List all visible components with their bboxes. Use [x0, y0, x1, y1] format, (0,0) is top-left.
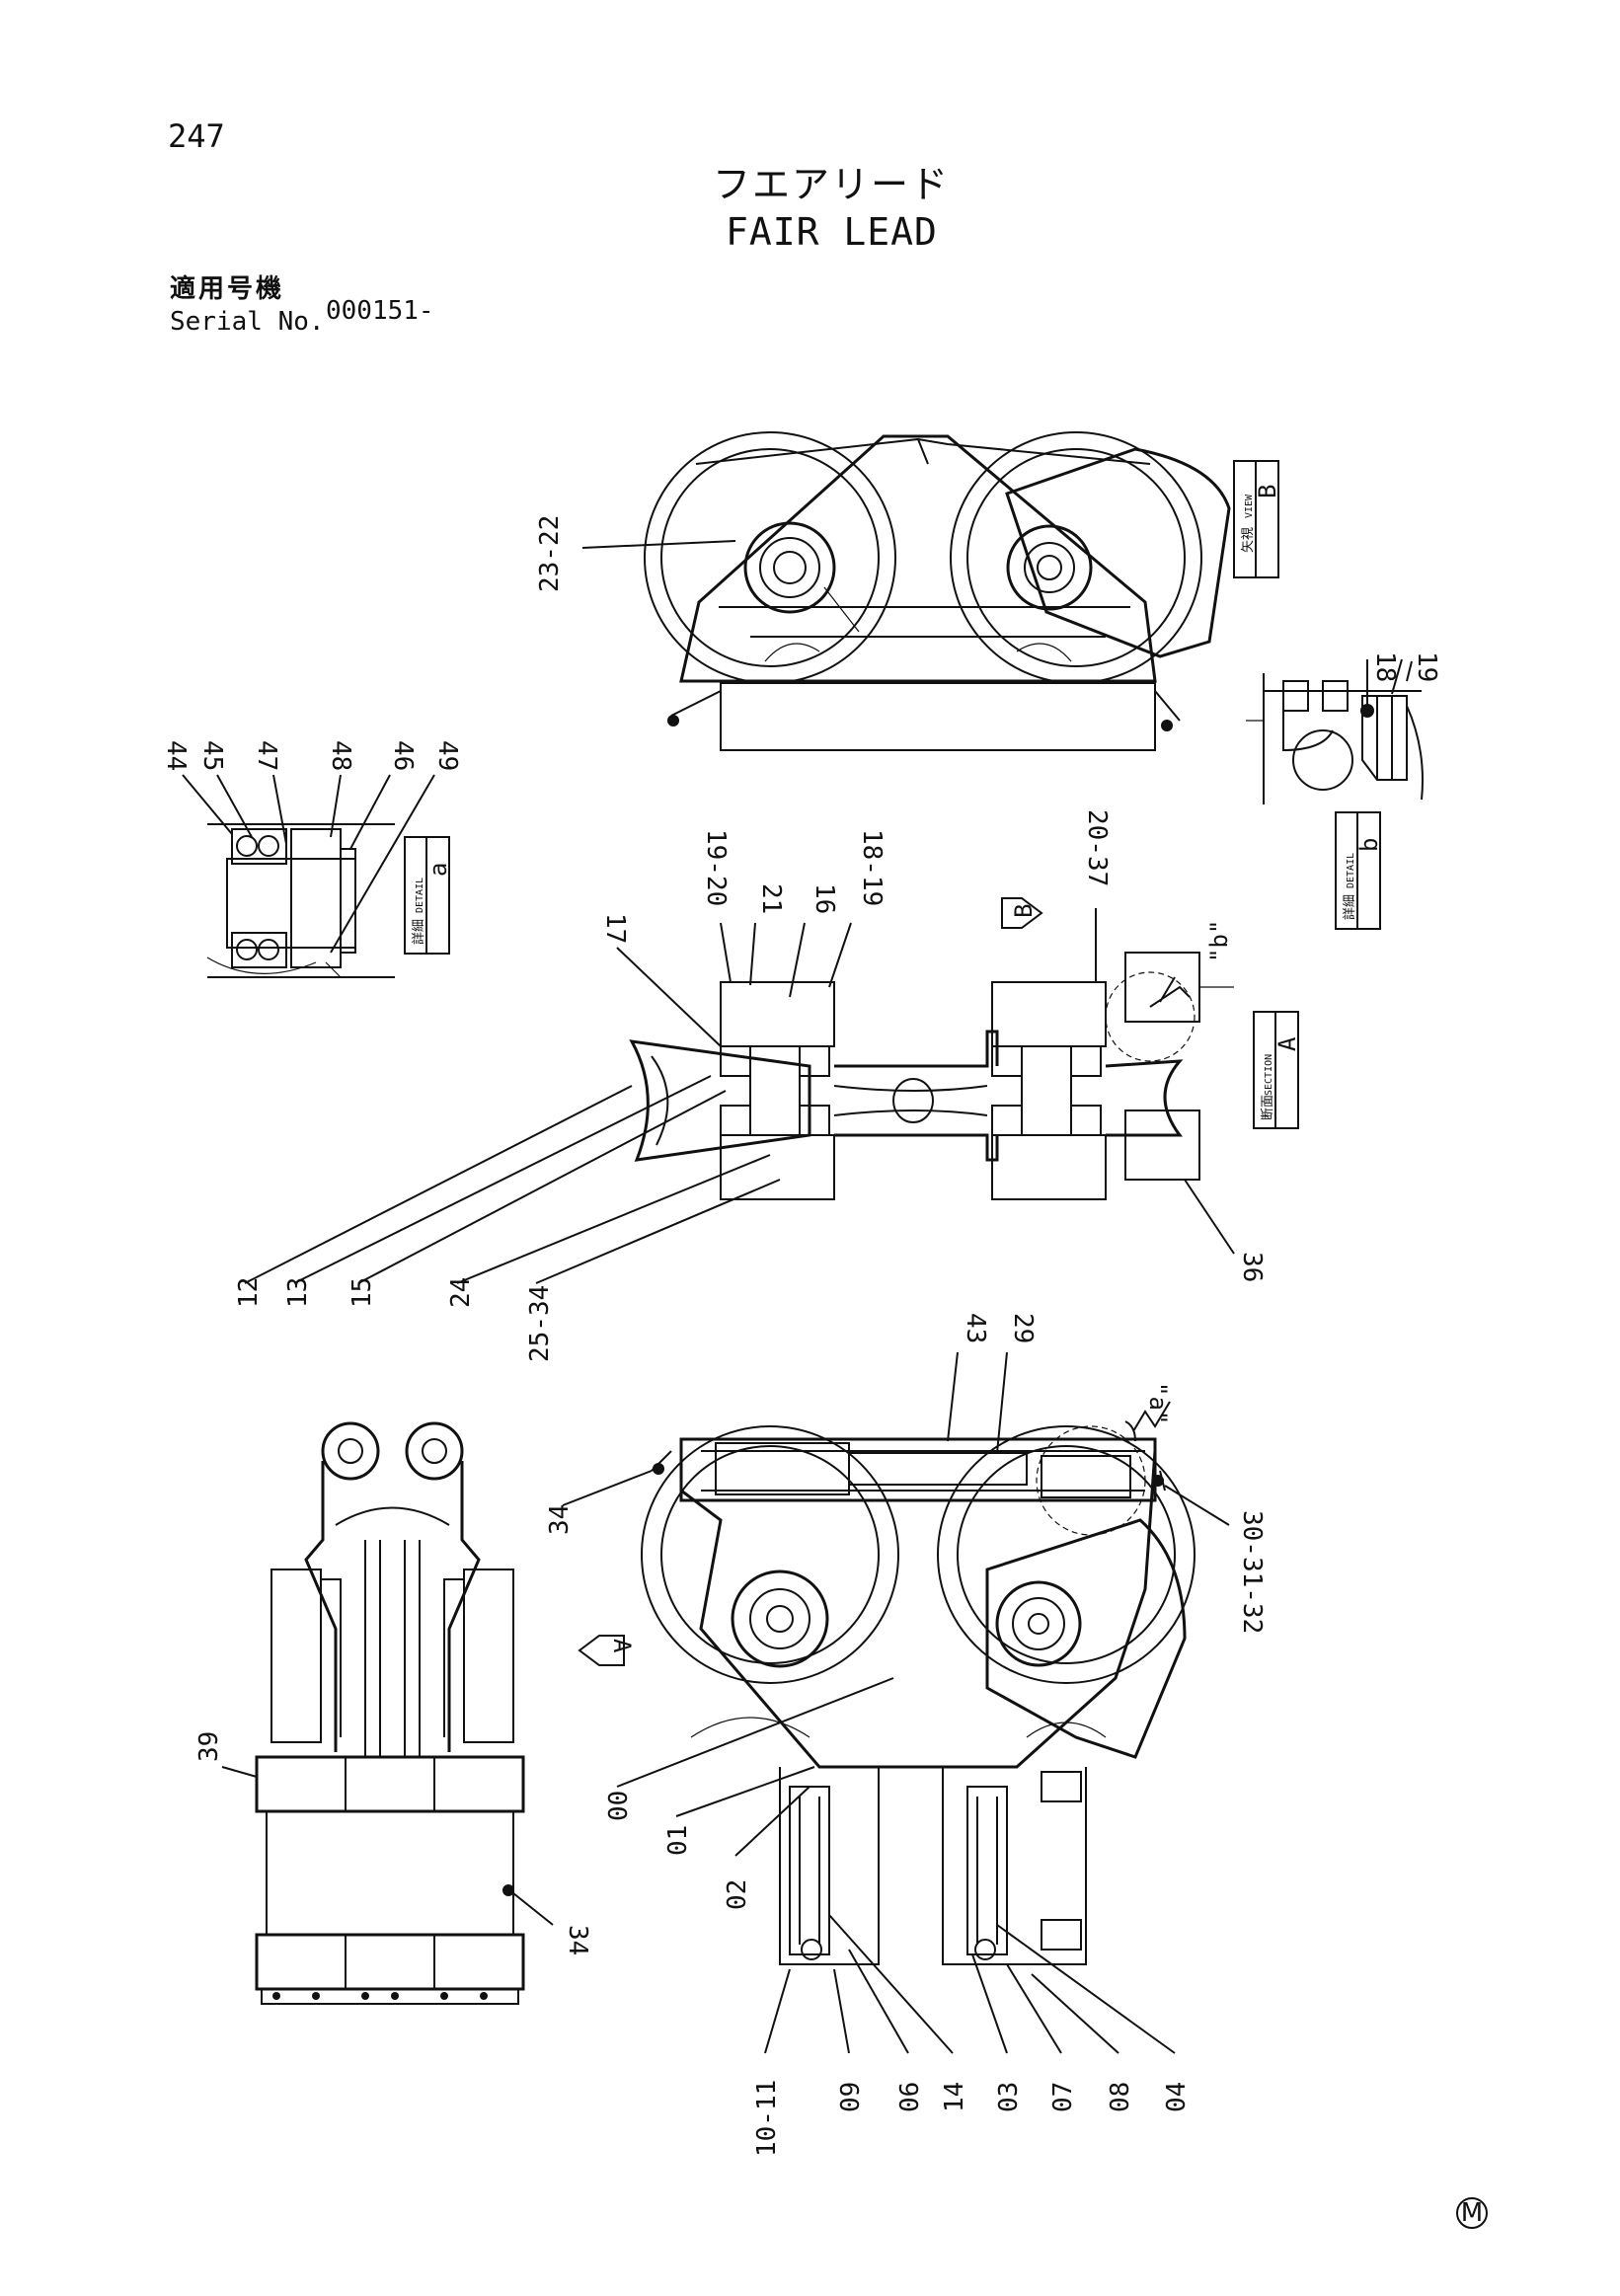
- view-b-label-box: 矢視 VIEW B: [1233, 460, 1281, 578]
- section-a-drawing: [629, 952, 1234, 1200]
- detail-a-en: DETAIL: [415, 878, 425, 913]
- callout-49: 49: [432, 740, 462, 771]
- section-a-jp: 断面: [1261, 1095, 1275, 1120]
- arrow-a: A: [578, 1635, 636, 1666]
- detail-b-en: DETAIL: [1346, 853, 1356, 888]
- arrow-a-letter: A: [608, 1639, 636, 1653]
- callout-36: 36: [1237, 1252, 1267, 1282]
- arrow-b-letter: B: [1010, 904, 1038, 918]
- serial-number-value: 000151-: [326, 296, 434, 326]
- section-a-label-box: 断面 SECTION A: [1253, 1011, 1301, 1129]
- callout-45: 45: [197, 740, 227, 771]
- detail-a-jp: 詳細: [411, 919, 426, 945]
- callout-21: 21: [756, 883, 786, 914]
- section-a-en: SECTION: [1264, 1054, 1274, 1096]
- callout-07: 07: [1048, 2082, 1078, 2112]
- callout-03: 03: [994, 2082, 1024, 2112]
- callout-00: 00: [604, 1791, 634, 1821]
- section-a-letter: A: [1273, 1036, 1301, 1051]
- detail-b-drawing: [1246, 660, 1424, 804]
- callout-47: 47: [252, 740, 281, 771]
- callout-39: 39: [194, 1731, 224, 1762]
- view-b-en: VIEW: [1244, 494, 1255, 518]
- callout-17: 17: [600, 913, 630, 944]
- callout-44: 44: [161, 740, 191, 771]
- title-japanese: フエアリード: [713, 163, 951, 206]
- view-b-jp: 矢視: [1241, 527, 1256, 553]
- detail-a-drawing: [206, 823, 395, 978]
- view-b-drawing: [644, 431, 1231, 751]
- detail-b-jp: 詳細: [1342, 894, 1357, 920]
- callout-20-37: 20-37: [1082, 809, 1112, 886]
- serial-label-english: Serial No.: [170, 307, 325, 337]
- callout-23-22: 23-22: [535, 515, 565, 592]
- callout-10-11: 10-11: [752, 2080, 782, 2157]
- view-b-letter: B: [1254, 485, 1281, 498]
- callout-06: 06: [895, 2082, 925, 2112]
- callout-19-20: 19-20: [701, 829, 731, 906]
- callout-30-31-32: 30-31-32: [1237, 1510, 1267, 1634]
- footer-mark: M: [1456, 2197, 1488, 2229]
- callout-48: 48: [326, 740, 355, 771]
- callout-14: 14: [940, 2082, 969, 2112]
- callout-18-19: 18-19: [857, 829, 887, 906]
- callout-43: 43: [961, 1313, 990, 1343]
- detail-a-label-box: 詳細 DETAIL a: [404, 836, 452, 955]
- callout-01: 01: [663, 1825, 693, 1856]
- page-number: 247: [168, 117, 225, 155]
- detail-a-letter: a: [424, 863, 452, 877]
- detail-b-label-box: 詳細 DETAIL b: [1335, 811, 1383, 930]
- callout-34-top: 34: [545, 1504, 575, 1535]
- callout-46: 46: [388, 740, 418, 771]
- serial-label-japanese: 適用号機: [170, 274, 285, 304]
- callout-02: 02: [723, 1879, 752, 1910]
- callout-25-34: 25-34: [525, 1285, 555, 1362]
- side-view-drawing: [641, 1401, 1196, 1965]
- callout-04: 04: [1162, 2082, 1192, 2112]
- callout-29: 29: [1008, 1313, 1038, 1343]
- front-view-drawing: [255, 1421, 525, 2005]
- detail-b-ref: "b": [1205, 920, 1233, 962]
- callout-18: 18: [1370, 651, 1400, 682]
- callout-08: 08: [1106, 2082, 1135, 2112]
- detail-b-letter: b: [1355, 838, 1383, 852]
- callout-16: 16: [810, 883, 839, 914]
- callout-09: 09: [836, 2082, 866, 2112]
- title-english: FAIR LEAD: [726, 210, 938, 254]
- callout-34-left: 34: [563, 1925, 592, 1955]
- arrow-b: B: [1001, 897, 1043, 929]
- detail-a-ref: "a": [1144, 1382, 1172, 1424]
- callout-19: 19: [1412, 651, 1441, 682]
